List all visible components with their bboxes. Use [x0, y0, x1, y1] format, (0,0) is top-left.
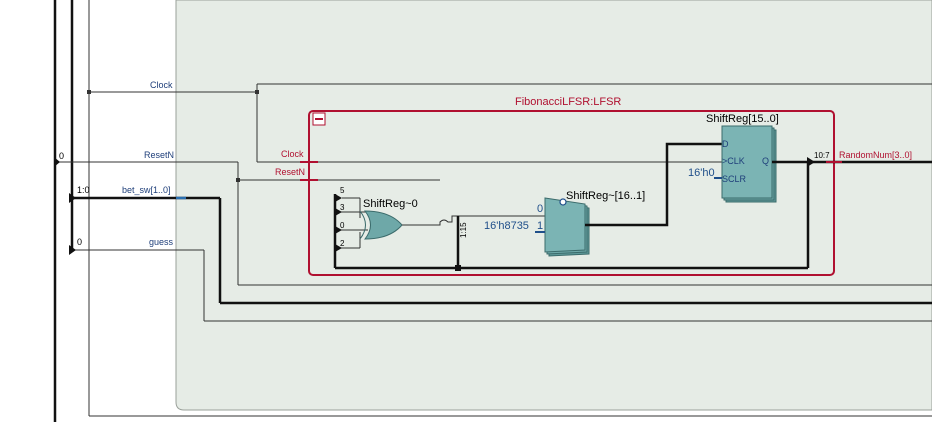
xor-input-taps	[335, 194, 368, 252]
shift-register-cell[interactable]	[721, 125, 777, 203]
xor-gate-label: ShiftReg~0	[363, 198, 418, 210]
lfsr-instance[interactable]: FibonacciLFSR:LFSR Clock ResetN	[275, 96, 835, 276]
xor-gate[interactable]	[359, 210, 403, 240]
port-resetn-label: ResetN	[275, 167, 305, 177]
clock-junction	[87, 90, 91, 94]
mux-label: ShiftReg~[16..1]	[566, 190, 645, 202]
xor-input-2: 0	[340, 221, 345, 230]
clock-junction-2	[255, 90, 259, 94]
bet-sw-pin-arrow	[69, 193, 76, 203]
resetn-signal-label: ResetN	[144, 150, 174, 160]
mux-sel0-label: 0	[537, 203, 543, 215]
xor-input-0: 5	[340, 186, 345, 195]
lfsr-instance-title: FibonacciLFSR:LFSR	[515, 96, 621, 108]
bet-sw-pin-value: 1:0	[77, 185, 90, 195]
xor-input-3: 2	[340, 239, 345, 248]
output-slice-label: 10:7	[814, 151, 830, 160]
resetn-pin-arrow	[54, 157, 60, 167]
resetn-junction	[236, 178, 240, 182]
mux-const-value: 16'h8735	[484, 220, 529, 232]
lfsr-instance-border	[308, 110, 835, 276]
register-pin-q: Q	[762, 156, 769, 166]
port-clock-label: Clock	[281, 149, 304, 159]
output-signal-label: RandomNum[3..0]	[839, 150, 912, 160]
mux-output-bus	[585, 142, 722, 227]
xor-output-wire	[402, 215, 545, 226]
xor-input-1: 3	[340, 203, 345, 212]
register-pin-d: D	[722, 139, 729, 149]
mux-sel1-label: 1	[537, 220, 543, 232]
mux-cell[interactable]	[544, 197, 590, 257]
guess-pin-value: 0	[77, 237, 82, 247]
minus-icon[interactable]	[312, 112, 326, 126]
register-pin-clk: >CLK	[722, 156, 745, 166]
bus-tap-label: 1:15	[459, 222, 468, 238]
bet-sw-signal-label: bet_sw[1..0]	[122, 185, 171, 195]
resetn-pin-value: 0	[59, 151, 64, 161]
register-const-value: 16'h0	[688, 167, 715, 179]
guess-pin-arrow	[69, 245, 76, 255]
register-label: ShiftReg[15..0]	[706, 113, 779, 125]
register-pin-sclr: SCLR	[722, 174, 747, 184]
clock-signal-label: Clock	[150, 80, 173, 90]
guess-signal-label: guess	[149, 237, 174, 247]
bus-tap-junction	[455, 265, 461, 271]
